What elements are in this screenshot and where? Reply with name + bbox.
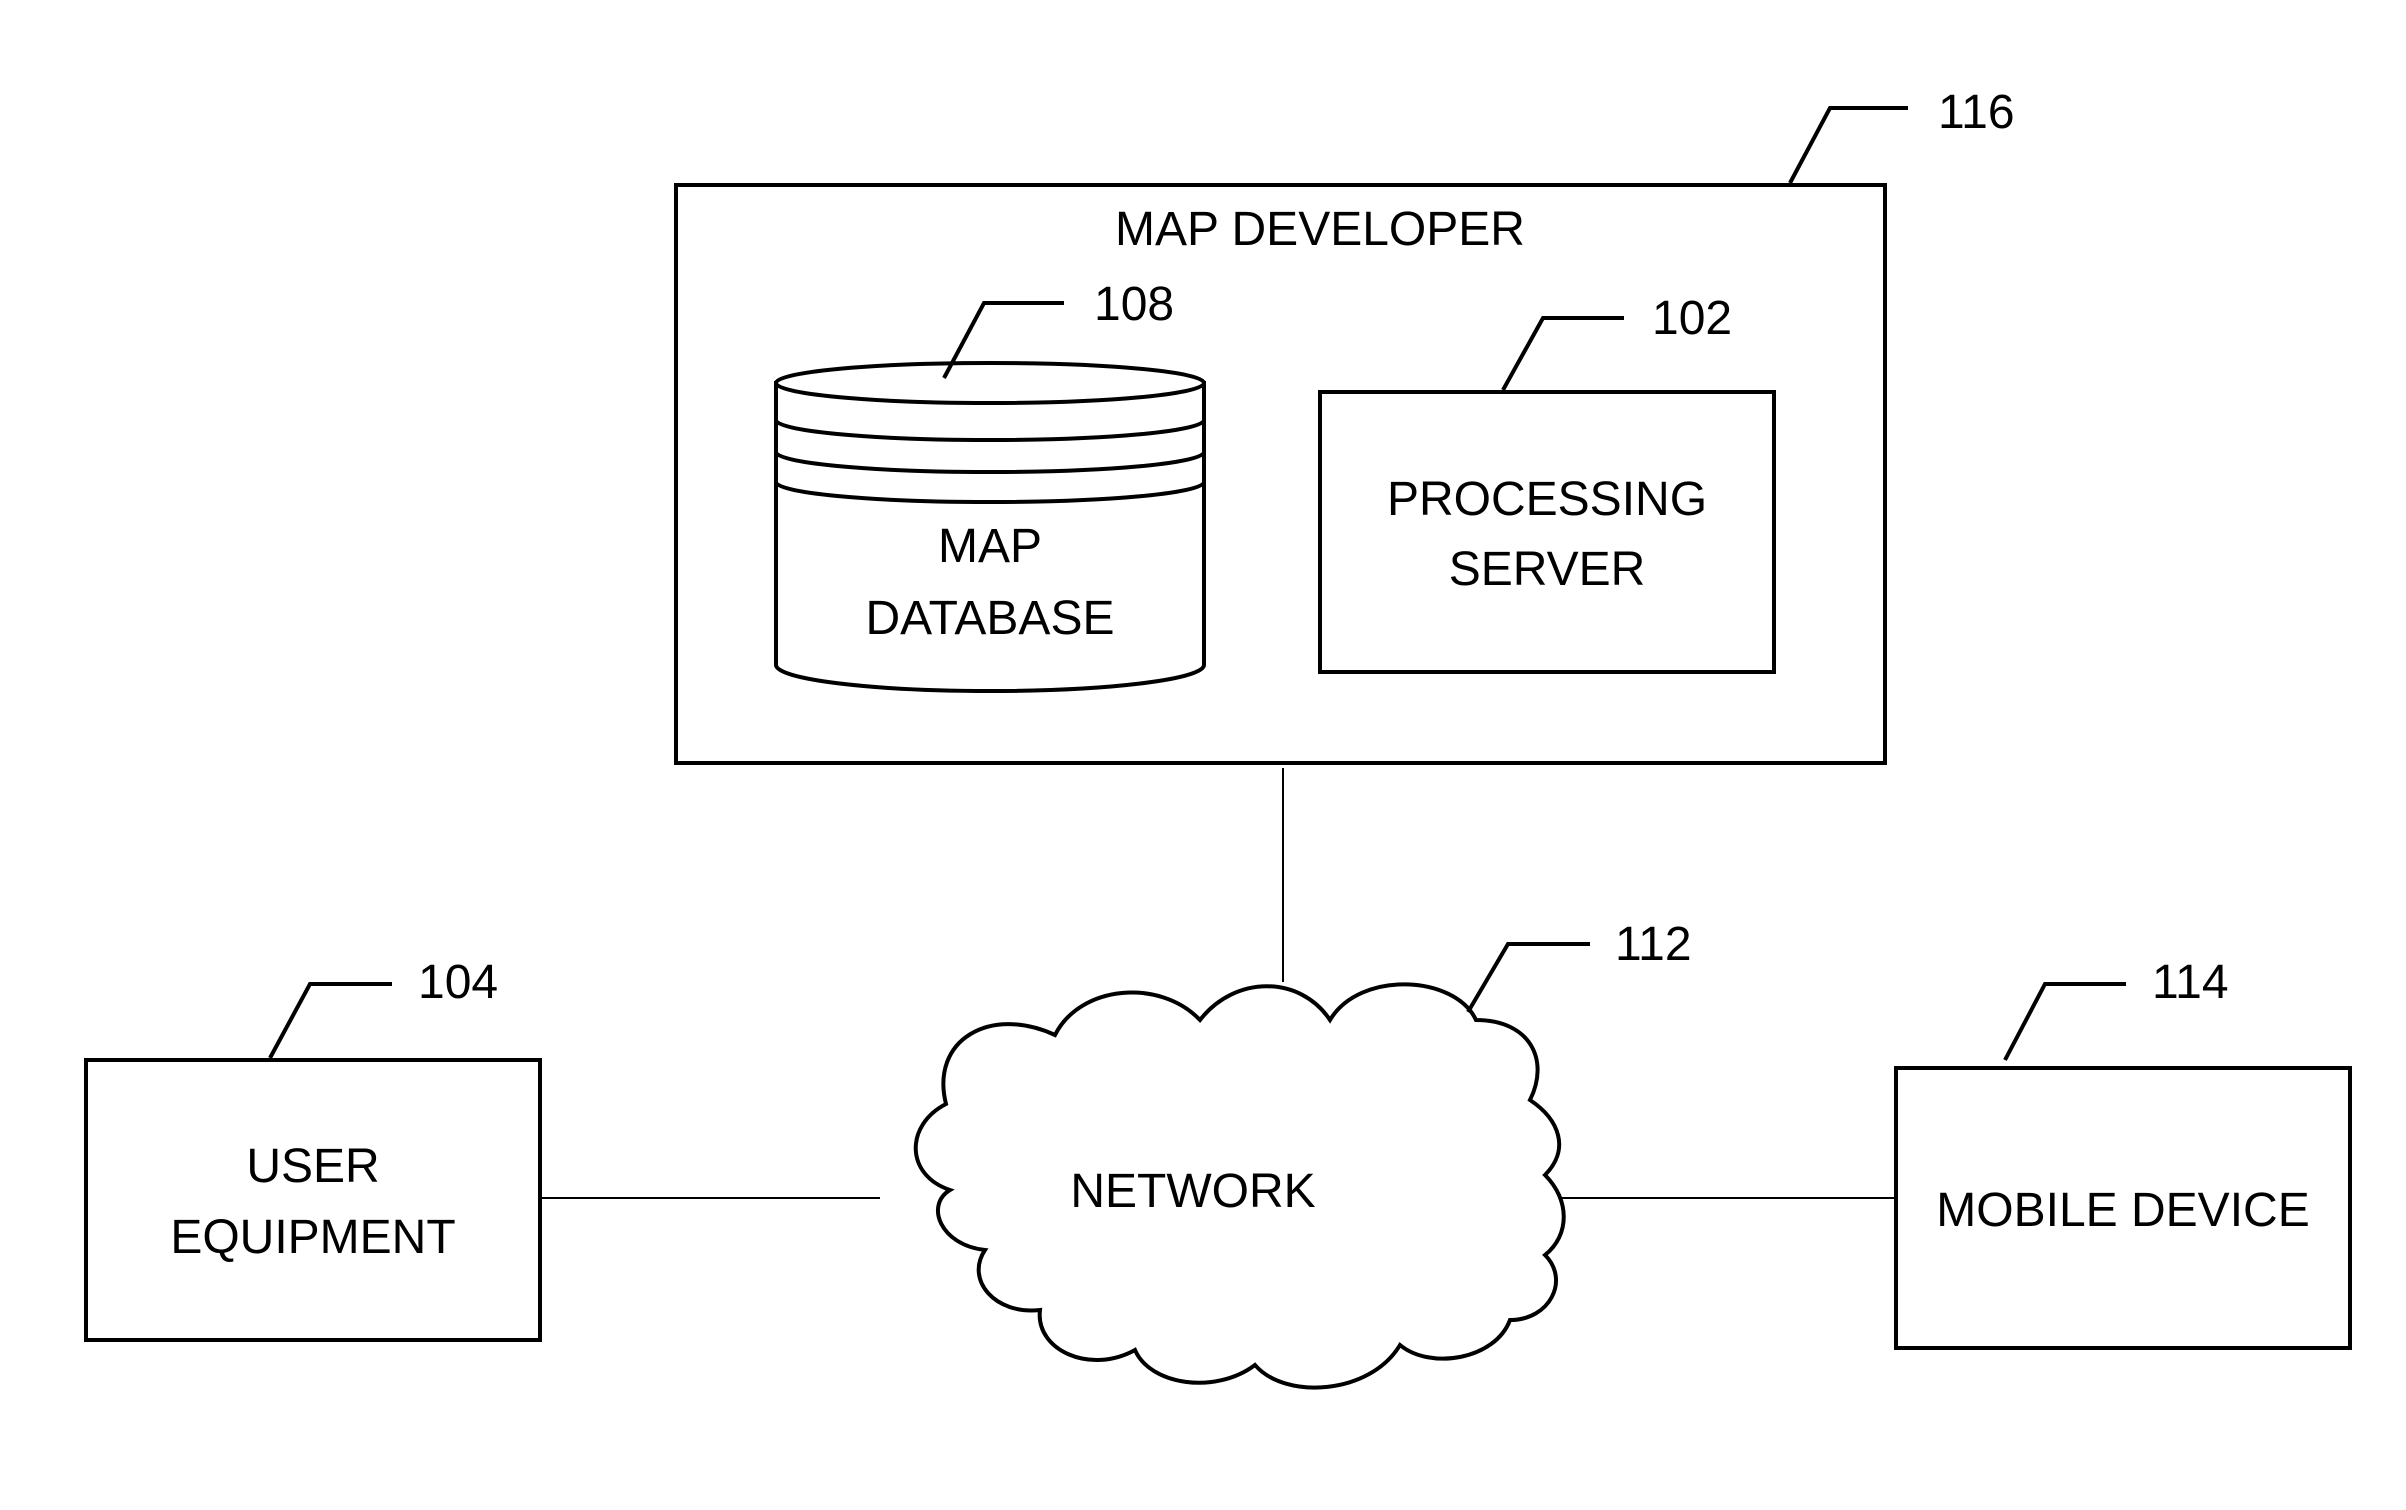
mobile-device-box: MOBILE DEVICE bbox=[1896, 1068, 2350, 1348]
svg-text:116: 116 bbox=[1938, 86, 2015, 139]
user-equipment-box: USER EQUIPMENT bbox=[86, 1060, 540, 1340]
map-developer-ref: 116 bbox=[1790, 86, 2015, 183]
mobile-device-label: MOBILE DEVICE bbox=[1936, 1184, 2309, 1237]
map-database-cylinder: MAP DATABASE bbox=[776, 363, 1204, 691]
svg-text:114: 114 bbox=[2152, 956, 2229, 1009]
svg-text:102: 102 bbox=[1652, 292, 1732, 345]
mobile-device-ref: 114 bbox=[2005, 956, 2229, 1060]
processing-server-label-line2: SERVER bbox=[1449, 543, 1646, 596]
map-developer-title: MAP DEVELOPER bbox=[1115, 203, 1525, 256]
map-database-label-line1: MAP bbox=[938, 520, 1042, 573]
svg-text:104: 104 bbox=[418, 956, 498, 1009]
user-equipment-label-line2: EQUIPMENT bbox=[170, 1211, 455, 1264]
network-label: NETWORK bbox=[1070, 1165, 1315, 1218]
user-equipment-ref: 104 bbox=[270, 956, 498, 1058]
svg-text:112: 112 bbox=[1615, 918, 1692, 971]
svg-text:108: 108 bbox=[1094, 278, 1174, 331]
network-cloud: NETWORK bbox=[916, 984, 1564, 1387]
processing-server-label-line1: PROCESSING bbox=[1387, 473, 1707, 526]
processing-server-box: PROCESSING SERVER bbox=[1320, 392, 1774, 672]
network-ref: 112 bbox=[1468, 918, 1692, 1012]
map-database-label-line2: DATABASE bbox=[866, 592, 1115, 645]
user-equipment-label-line1: USER bbox=[246, 1140, 379, 1193]
